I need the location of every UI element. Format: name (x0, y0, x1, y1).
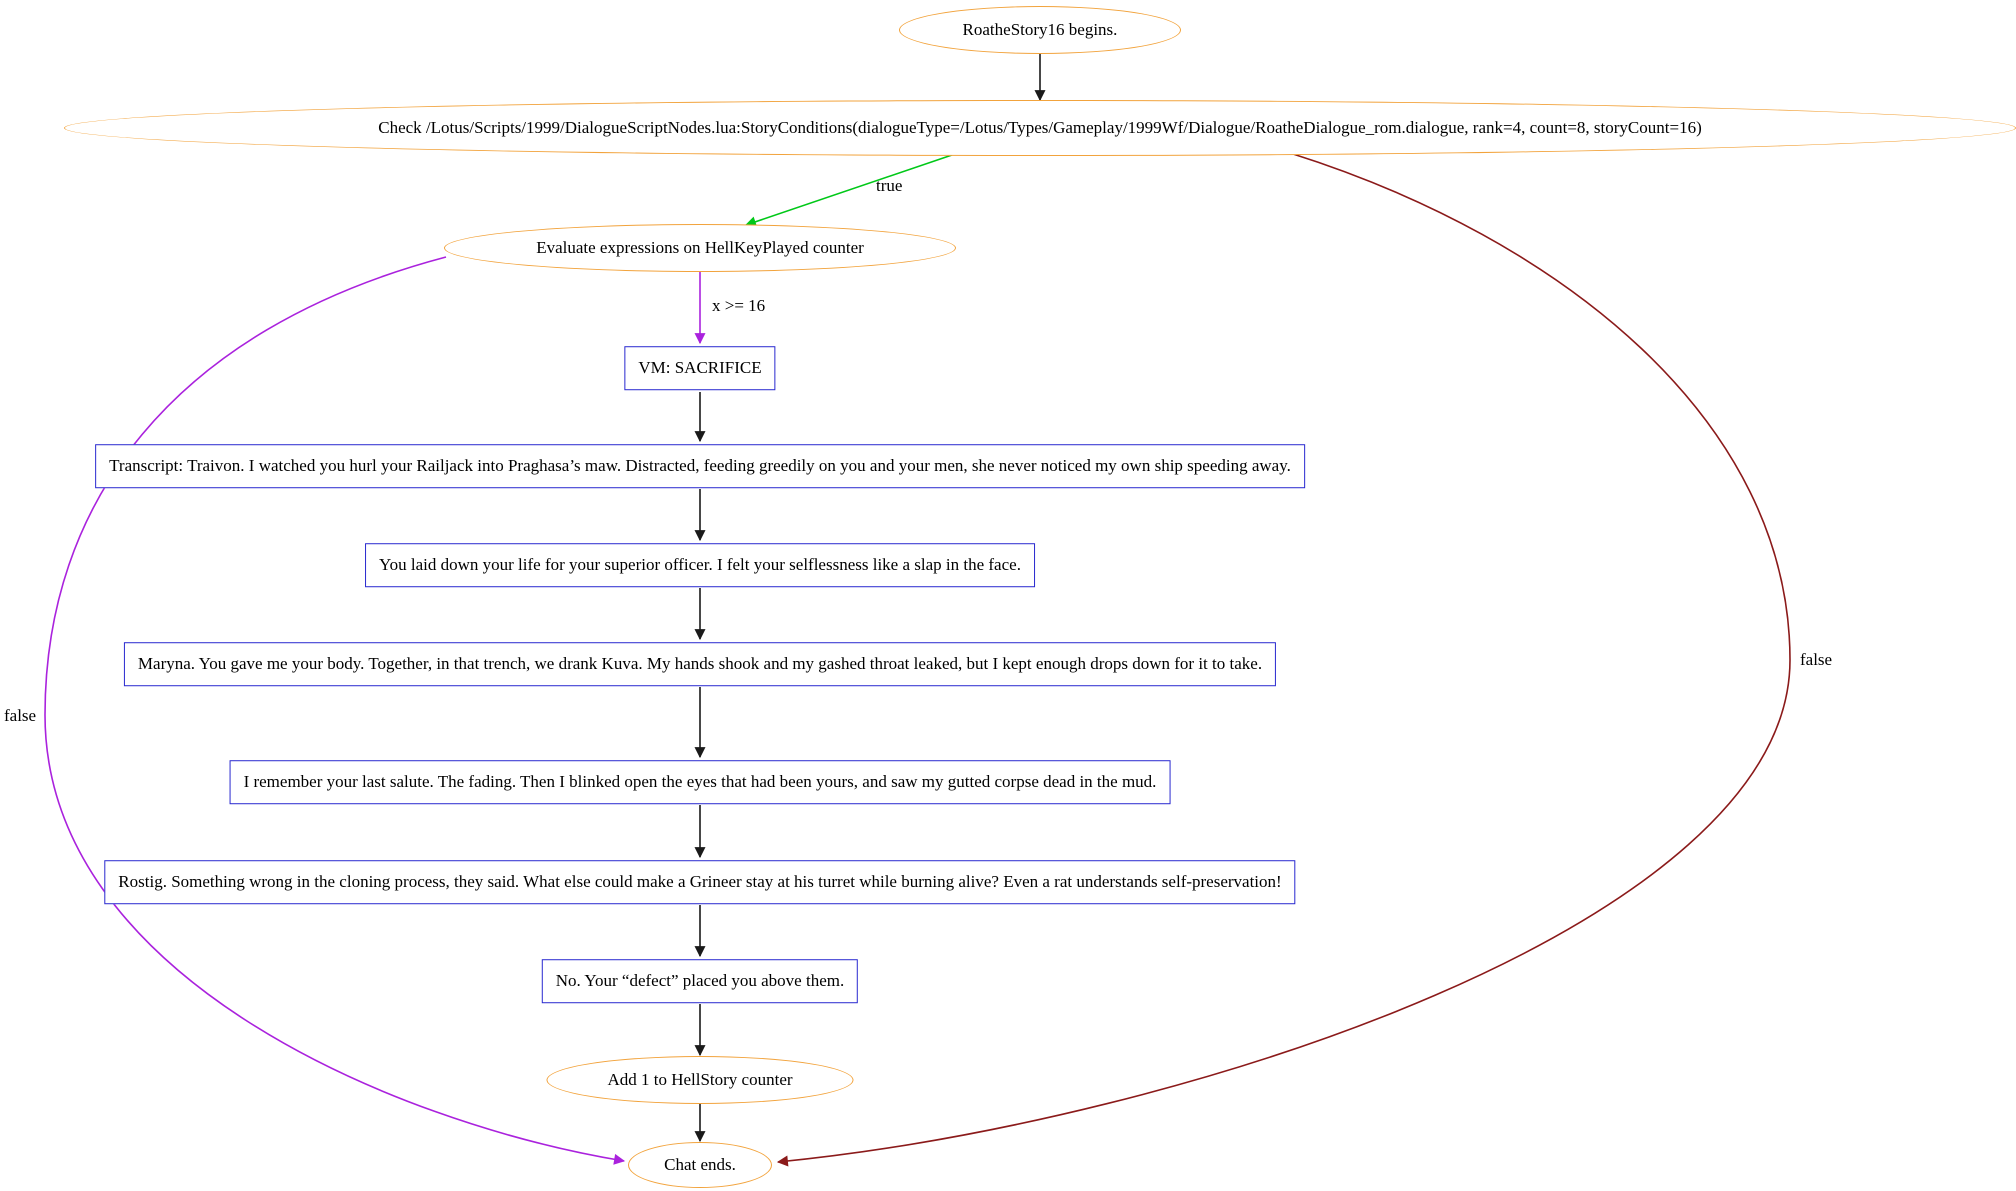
node-story-begins: RoatheStory16 begins. (899, 6, 1181, 54)
node-story-begins-label: RoatheStory16 begins. (962, 20, 1118, 40)
node-transcript-line-6: No. Your “defect” placed you above them. (541, 959, 859, 1003)
node-story-conditions-check-label: Check /Lotus/Scripts/1999/DialogueScript… (378, 118, 1702, 138)
edge-label-counter-condition: x >= 16 (712, 296, 766, 315)
node-add-hellstory-counter: Add 1 to HellStory counter (546, 1056, 854, 1104)
edge-label-false-left: false (4, 706, 37, 725)
edge-label-false-right: false (1800, 650, 1833, 669)
node-transcript-line-1: Transcript: Traivon. I watched you hurl … (95, 444, 1305, 488)
node-add-hellstory-counter-label: Add 1 to HellStory counter (607, 1070, 793, 1090)
node-chat-ends-label: Chat ends. (664, 1155, 736, 1175)
node-evaluate-counter: Evaluate expressions on HellKeyPlayed co… (444, 224, 956, 272)
node-transcript-line-3: Maryna. You gave me your body. Together,… (123, 642, 1277, 686)
edge-evaluate-false-to-end (44, 256, 626, 1165)
node-transcript-line-1-label: Transcript: Traivon. I watched you hurl … (109, 456, 1291, 476)
edge-check-false-to-end (776, 152, 1791, 1167)
node-transcript-line-6-label: No. Your “defect” placed you above them. (555, 971, 845, 991)
node-chat-ends: Chat ends. (628, 1142, 772, 1188)
edge-label-true: true (876, 176, 903, 195)
node-transcript-line-3-label: Maryna. You gave me your body. Together,… (137, 654, 1263, 674)
node-vm-sacrifice-label: VM: SACRIFICE (638, 358, 762, 378)
node-transcript-line-4: I remember your last salute. The fading.… (229, 760, 1171, 804)
node-story-conditions-check: Check /Lotus/Scripts/1999/DialogueScript… (64, 100, 2016, 156)
node-transcript-line-4-label: I remember your last salute. The fading.… (243, 772, 1157, 792)
edge-check-true-to-evaluate (744, 154, 953, 228)
node-vm-sacrifice: VM: SACRIFICE (624, 346, 776, 390)
node-transcript-line-2-label: You laid down your life for your superio… (379, 555, 1021, 575)
node-transcript-line-5: Rostig. Something wrong in the cloning p… (104, 860, 1296, 904)
node-transcript-line-2: You laid down your life for your superio… (365, 543, 1035, 587)
node-transcript-line-5-label: Rostig. Something wrong in the cloning p… (118, 872, 1282, 892)
node-evaluate-counter-label: Evaluate expressions on HellKeyPlayed co… (536, 238, 864, 258)
